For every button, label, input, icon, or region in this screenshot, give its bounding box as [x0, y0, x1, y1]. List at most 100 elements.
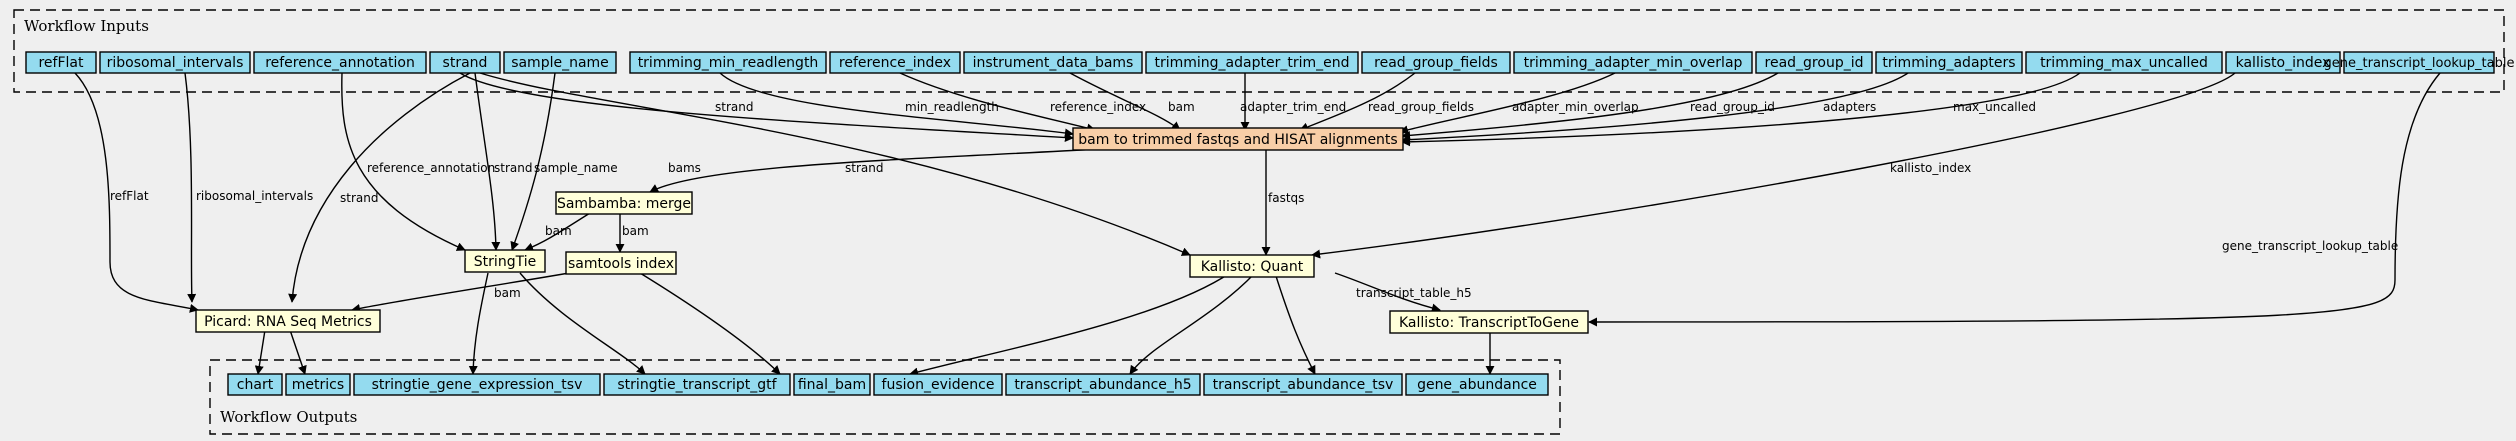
edge-label-ribosomal-intervals: ribosomal_intervals — [196, 189, 313, 203]
input-trimming-adapter-trim-end-label: trimming_adapter_trim_end — [1155, 55, 1350, 71]
edge-read-group-id — [1401, 72, 1779, 140]
workflow-inputs-title: Workflow Inputs — [24, 17, 149, 35]
output-transcript-abundance-tsv-label: transcript_abundance_tsv — [1213, 377, 1394, 393]
edge-reference-annotation-to-stringtie — [341, 72, 466, 251]
output-transcript-abundance-tsv[interactable]: transcript_abundance_tsv — [1203, 373, 1403, 396]
edges: strand min_readlength reference_index ba… — [74, 72, 2441, 377]
edge-min-readlength — [719, 72, 1074, 138]
edge-label-adapter-trim-end: adapter_trim_end — [1240, 100, 1346, 114]
step-samtools-index-label: samtools index — [568, 256, 674, 272]
edge-stringtie-to-gene-expression — [468, 272, 489, 375]
input-strand[interactable]: strand — [429, 51, 501, 74]
input-gene-transcript-lookup-table-label: gene_transcript_lookup_table — [2324, 56, 2515, 71]
output-fusion-evidence[interactable]: fusion_evidence — [873, 373, 1003, 396]
edge-label-min-readlength: min_readlength — [905, 100, 999, 114]
edge-strand-to-stringtie — [474, 72, 501, 251]
input-gene-transcript-lookup-table[interactable]: gene_transcript_lookup_table — [2324, 51, 2515, 74]
output-stringtie-transcript-gtf-label: stringtie_transcript_gtf — [617, 377, 777, 393]
input-trimming-adapter-min-overlap[interactable]: trimming_adapter_min_overlap — [1513, 51, 1753, 74]
edge-label-read-group-fields: read_group_fields — [1368, 100, 1474, 114]
edge-label-bams: bams — [668, 161, 701, 175]
step-samtools-index[interactable]: samtools index — [565, 251, 677, 275]
output-gene-abundance[interactable]: gene_abundance — [1405, 373, 1549, 396]
input-read-group-fields[interactable]: read_group_fields — [1361, 51, 1511, 74]
edge-strand-to-kallisto — [479, 72, 1191, 256]
output-chart[interactable]: chart — [227, 373, 283, 396]
output-metrics-label: metrics — [292, 377, 344, 393]
step-picard-label: Picard: RNA Seq Metrics — [204, 314, 372, 330]
step-transcript-to-gene-label: Kallisto: TranscriptToGene — [1399, 315, 1579, 331]
input-trimming-adapters[interactable]: trimming_adapters — [1875, 51, 2023, 74]
edge-sample-name-to-stringtie — [510, 72, 556, 251]
edge-label-strand-picard: strand — [340, 191, 378, 205]
input-kallisto-index-label: kallisto_index — [2236, 55, 2331, 71]
edge-label-refflat: refFlat — [110, 189, 149, 203]
input-refflat[interactable]: refFlat — [25, 51, 97, 74]
workflow-outputs-title: Workflow Outputs — [220, 408, 357, 426]
edge-label-bam-picard: bam — [494, 286, 521, 300]
output-stringtie-gene-expression-tsv[interactable]: stringtie_gene_expression_tsv — [353, 373, 601, 396]
step-bam-to-trimmed[interactable]: bam to trimmed fastqs and HISAT alignmen… — [1072, 127, 1404, 151]
output-stringtie-transcript-gtf[interactable]: stringtie_transcript_gtf — [603, 373, 791, 396]
input-trimming-max-uncalled[interactable]: trimming_max_uncalled — [2025, 51, 2223, 74]
step-sambamba-merge[interactable]: Sambamba: merge — [555, 191, 693, 215]
input-kallisto-index[interactable]: kallisto_index — [2225, 51, 2341, 74]
step-picard-rna-seq-metrics[interactable]: Picard: RNA Seq Metrics — [195, 309, 381, 333]
input-read-group-id[interactable]: read_group_id — [1755, 51, 1873, 74]
input-reference-annotation-label: reference_annotation — [265, 55, 415, 71]
edge-samtools-to-final-bam — [639, 272, 781, 375]
input-reference-index-label: reference_index — [839, 55, 951, 71]
edge-label-reference-index: reference_index — [1050, 100, 1146, 114]
edge-max-uncalled — [1401, 72, 2081, 147]
input-refflat-label: refFlat — [38, 55, 84, 71]
output-final-bam-label: final_bam — [798, 377, 866, 393]
step-kallisto-quant[interactable]: Kallisto: Quant — [1189, 254, 1315, 278]
edge-label-strand-main: strand — [715, 100, 753, 114]
step-sambamba-merge-label: Sambamba: merge — [557, 196, 691, 212]
edge-reference-index — [899, 72, 1096, 133]
edge-stringtie-to-transcript-gtf — [519, 272, 646, 375]
edge-lookup-table-to-transcript-to-gene — [1588, 72, 2441, 327]
workflow-inputs-cluster: Workflow Inputs — [13, 9, 2505, 93]
edge-quant-to-abundance-tsv — [1274, 272, 1316, 375]
edge-label-adapters: adapters — [1823, 100, 1876, 114]
step-stringtie[interactable]: StringTie — [464, 249, 546, 273]
edge-label-bam: bam — [1168, 100, 1195, 114]
edge-label-kallisto-index: kallisto_index — [1890, 161, 1971, 175]
input-trimming-max-uncalled-label: trimming_max_uncalled — [2040, 55, 2208, 71]
input-reference-index[interactable]: reference_index — [829, 51, 961, 74]
input-trimming-adapter-trim-end[interactable]: trimming_adapter_trim_end — [1145, 51, 1359, 74]
edge-adapter-min-overlap — [1399, 72, 1616, 135]
output-transcript-abundance-h5[interactable]: transcript_abundance_h5 — [1005, 373, 1201, 396]
workflow-outputs-cluster: Workflow Outputs — [209, 359, 1561, 435]
edge-strand-to-main — [459, 72, 1074, 143]
input-reference-annotation[interactable]: reference_annotation — [253, 51, 427, 74]
edge-quant-to-fusion-evidence — [909, 272, 1231, 377]
edge-ribosomal-to-picard — [184, 72, 197, 303]
step-nodes: bam to trimmed fastqs and HISAT alignmen… — [195, 127, 1589, 334]
edge-instrument-bams — [1069, 72, 1181, 131]
edge-label-strand-stringtie: strand — [494, 161, 532, 175]
input-trimming-adapter-min-overlap-label: trimming_adapter_min_overlap — [1524, 55, 1743, 71]
edge-label-max-uncalled: max_uncalled — [1953, 100, 2036, 114]
edge-label-reference-annotation: reference_annotation — [367, 161, 495, 175]
input-trimming-min-readlength[interactable]: trimming_min_readlength — [629, 51, 827, 74]
input-ribosomal-intervals[interactable]: ribosomal_intervals — [99, 51, 251, 74]
input-read-group-fields-label: read_group_fields — [1374, 55, 1498, 71]
output-stringtie-gene-expression-tsv-label: stringtie_gene_expression_tsv — [372, 377, 583, 393]
edge-label-fastqs: fastqs — [1268, 191, 1304, 205]
edge-picard-to-chart — [254, 329, 266, 375]
output-metrics[interactable]: metrics — [285, 373, 351, 396]
edge-label-gene-transcript-lookup-table: gene_transcript_lookup_table — [2222, 239, 2398, 253]
input-instrument-data-bams-label: instrument_data_bams — [973, 55, 1134, 71]
step-bam-to-trimmed-label: bam to trimmed fastqs and HISAT alignmen… — [1078, 132, 1397, 148]
input-ribosomal-intervals-label: ribosomal_intervals — [107, 55, 244, 71]
input-nodes: refFlat ribosomal_intervals reference_an… — [25, 51, 2515, 74]
edge-strand-to-picard — [288, 72, 471, 303]
input-sample-name[interactable]: sample_name — [503, 51, 617, 74]
edge-kallisto-index-to-quant — [1311, 72, 2236, 259]
output-final-bam[interactable]: final_bam — [793, 373, 871, 396]
step-transcript-to-gene[interactable]: Kallisto: TranscriptToGene — [1389, 310, 1589, 334]
input-instrument-data-bams[interactable]: instrument_data_bams — [963, 51, 1143, 74]
